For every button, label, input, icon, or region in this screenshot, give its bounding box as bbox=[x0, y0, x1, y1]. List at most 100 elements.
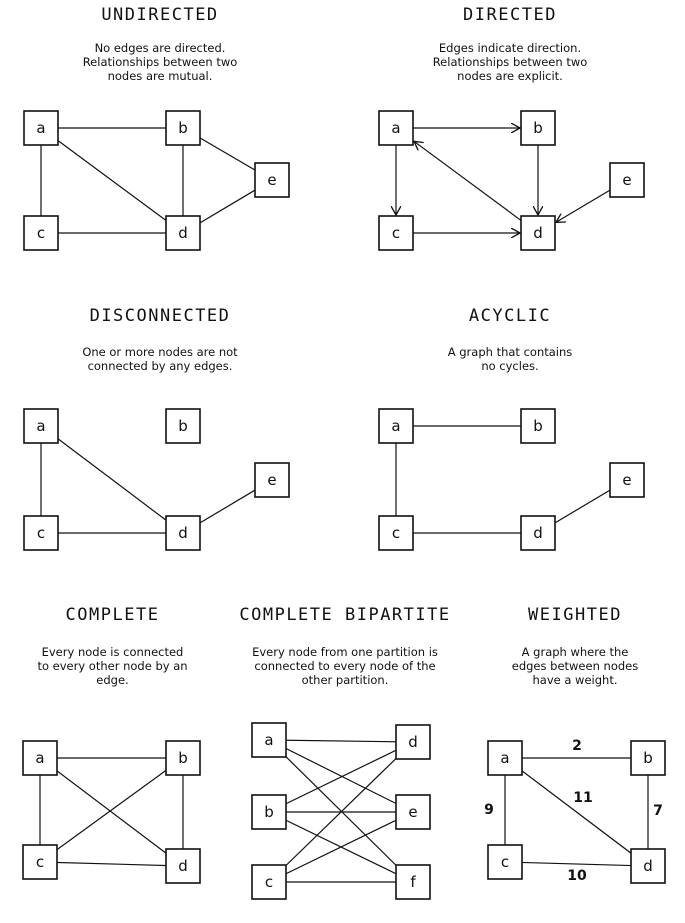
edge-b-d bbox=[268, 741, 414, 813]
node-box bbox=[165, 515, 201, 551]
graph-acyclic: a b c d e bbox=[378, 408, 645, 551]
node-box bbox=[378, 515, 414, 551]
panel-title: ACYCLIC bbox=[468, 306, 552, 326]
node-c: c bbox=[23, 215, 59, 251]
edge-a-f bbox=[268, 739, 414, 883]
description-line: Relationships between two bbox=[82, 55, 238, 69]
panel-description: A graph where the edges between nodes ha… bbox=[465, 645, 685, 687]
edge-c-d bbox=[504, 861, 649, 867]
node-e: e bbox=[254, 462, 290, 498]
edge-b-c bbox=[39, 757, 184, 863]
node-c: c bbox=[23, 515, 59, 551]
node-box bbox=[609, 462, 645, 498]
node-a: a bbox=[23, 110, 59, 146]
graph-directed: a b c d e bbox=[378, 110, 645, 251]
node-box bbox=[254, 462, 290, 498]
node-e: e bbox=[254, 162, 290, 198]
node-label: d bbox=[643, 857, 653, 875]
node-label: b bbox=[643, 749, 653, 767]
node-label: b bbox=[533, 417, 543, 435]
edge-a-d bbox=[40, 425, 184, 534]
node-box bbox=[609, 162, 645, 198]
description-line: no cycles. bbox=[481, 359, 539, 373]
node-label: c bbox=[501, 853, 509, 871]
node-a: a bbox=[378, 408, 414, 444]
node-d: d bbox=[165, 848, 201, 884]
node-label: a bbox=[391, 119, 400, 137]
node-label: e bbox=[267, 171, 276, 189]
description-line: edge. bbox=[96, 673, 129, 687]
panel-title: DISCONNECTED bbox=[89, 306, 231, 326]
panel-description: One or more nodes are not connected by a… bbox=[0, 345, 320, 373]
description-line: A graph where the bbox=[521, 645, 629, 659]
node-label: a bbox=[500, 749, 509, 767]
node-label: d bbox=[178, 857, 188, 875]
description-line: Relationships between two bbox=[432, 55, 588, 69]
description-line: other partition. bbox=[301, 673, 389, 687]
panel-title: COMPLETE BIPARTITE bbox=[239, 605, 451, 625]
panel-complete: COMPLETE Every node is connected to ever… bbox=[0, 600, 225, 915]
node-label: d bbox=[533, 524, 543, 542]
node-e: e bbox=[609, 162, 645, 198]
node-box bbox=[395, 864, 431, 900]
description-line: Edges indicate direction. bbox=[438, 41, 582, 55]
node-a: a bbox=[487, 740, 523, 776]
node-box bbox=[520, 215, 556, 251]
node-box bbox=[23, 110, 59, 146]
panel-title: WEIGHTED bbox=[528, 605, 622, 625]
panel-directed: DIRECTED Edges indicate direction. Relat… bbox=[345, 0, 675, 260]
node-d: d bbox=[520, 515, 556, 551]
node-label: c bbox=[392, 524, 400, 542]
node-box bbox=[487, 844, 523, 880]
node-b: b bbox=[165, 408, 201, 444]
edge-c-d bbox=[39, 861, 184, 867]
node-label: e bbox=[622, 471, 631, 489]
node-box bbox=[23, 215, 59, 251]
node-d: d bbox=[165, 215, 201, 251]
node-box bbox=[165, 408, 201, 444]
panel-description: No edges are directed. Relationships bet… bbox=[0, 41, 320, 83]
panel-complete-bipartite: COMPLETE BIPARTITE Every node from one p… bbox=[225, 600, 465, 915]
node-c: c bbox=[22, 844, 58, 880]
node-box bbox=[251, 722, 287, 758]
node-a: a bbox=[378, 110, 414, 146]
node-c: c bbox=[378, 215, 414, 251]
description-line: nodes are mutual. bbox=[107, 69, 213, 83]
panel-acyclic: ACYCLIC A graph that contains no cycles.… bbox=[345, 300, 675, 560]
node-label: b bbox=[533, 119, 543, 137]
node-d: d bbox=[395, 724, 431, 760]
node-box bbox=[378, 110, 414, 146]
edge-a-d bbox=[268, 739, 414, 743]
node-label: c bbox=[265, 873, 273, 891]
node-label: d bbox=[178, 224, 188, 242]
node-b: b bbox=[165, 110, 201, 146]
node-box bbox=[165, 215, 201, 251]
node-box bbox=[378, 215, 414, 251]
panel-title: DIRECTED bbox=[463, 5, 557, 25]
edge-d-a bbox=[414, 141, 522, 221]
node-label: d bbox=[178, 524, 188, 542]
node-e: e bbox=[609, 462, 645, 498]
edge-a-d bbox=[40, 127, 184, 234]
node-box bbox=[251, 864, 287, 900]
node-label: e bbox=[622, 171, 631, 189]
edge-a-e bbox=[268, 739, 414, 813]
node-a: a bbox=[251, 722, 287, 758]
node-label: d bbox=[533, 224, 543, 242]
panel-disconnected: DISCONNECTED One or more nodes are not c… bbox=[0, 300, 320, 560]
description-line: to every other node by an bbox=[37, 659, 188, 673]
description-line: One or more nodes are not bbox=[82, 345, 238, 359]
node-box bbox=[22, 844, 58, 880]
description-line: connected by any edges. bbox=[87, 359, 233, 373]
edge-weight-label: 11 bbox=[573, 790, 592, 806]
edge-weight-label: 9 bbox=[484, 802, 494, 818]
edge-c-e bbox=[268, 811, 414, 883]
edge-weight-label: 7 bbox=[653, 803, 663, 819]
node-box bbox=[378, 408, 414, 444]
node-label: e bbox=[408, 803, 417, 821]
node-label: b bbox=[178, 749, 188, 767]
node-box bbox=[630, 848, 666, 884]
